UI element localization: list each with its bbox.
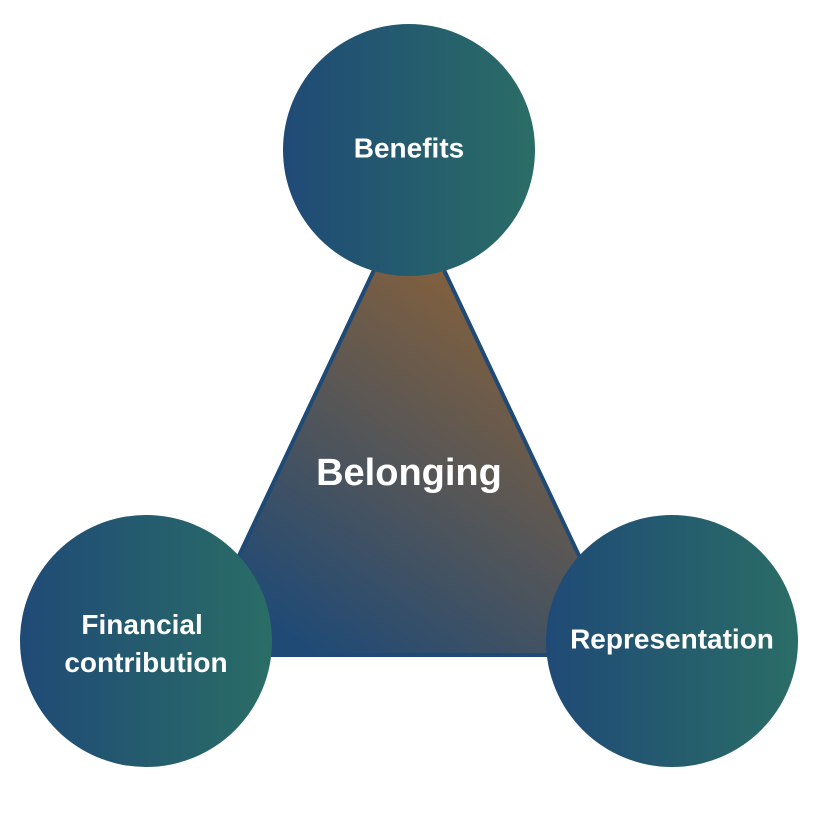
benefits-label: Benefits — [354, 132, 464, 163]
representation-label: Representation — [570, 623, 774, 654]
representation-circle — [546, 515, 798, 767]
financial-contribution-label: Financial contribution — [64, 609, 227, 678]
benefits-circle — [283, 24, 535, 276]
belonging-label: Belonging — [316, 452, 502, 494]
financial-contribution-line1: Financial — [81, 609, 202, 640]
financial-contribution-line2: contribution — [64, 647, 227, 678]
financial-contribution-circle — [20, 515, 272, 767]
belonging-triangle — [190, 194, 628, 657]
